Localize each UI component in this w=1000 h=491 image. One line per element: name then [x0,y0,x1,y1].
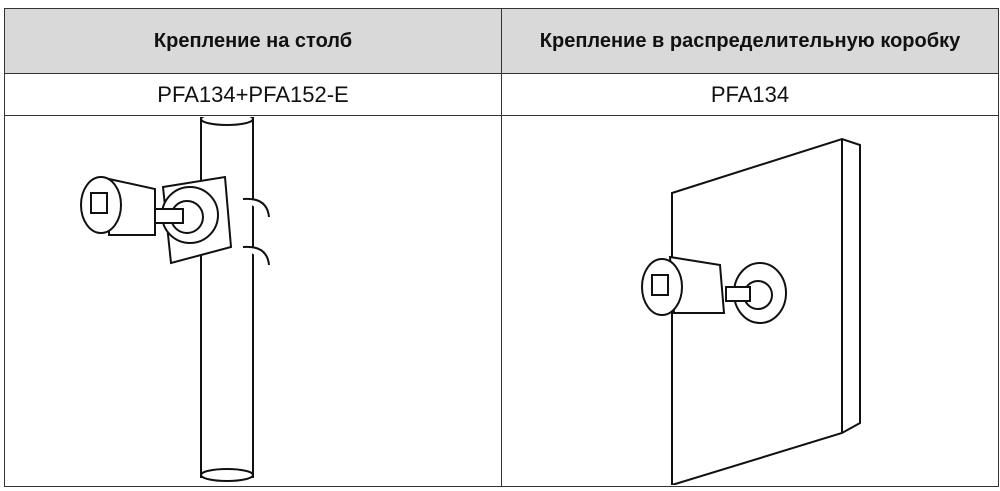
model-junction-box-mount: PFA134 [501,73,999,116]
header-pole-mount: Крепление на столб [4,8,502,74]
junction-box-mount-cell [501,115,999,487]
pole-mount-cell [4,115,502,487]
pole-mount-illustration [80,117,270,482]
header-junction-box-mount: Крепление в распределительную коробку [501,8,999,74]
mounting-table: Крепление на столб Крепление в распредел… [4,8,999,487]
junction-box-mount-illustration [641,137,861,485]
model-pole-mount: PFA134+PFA152-E [4,73,502,116]
